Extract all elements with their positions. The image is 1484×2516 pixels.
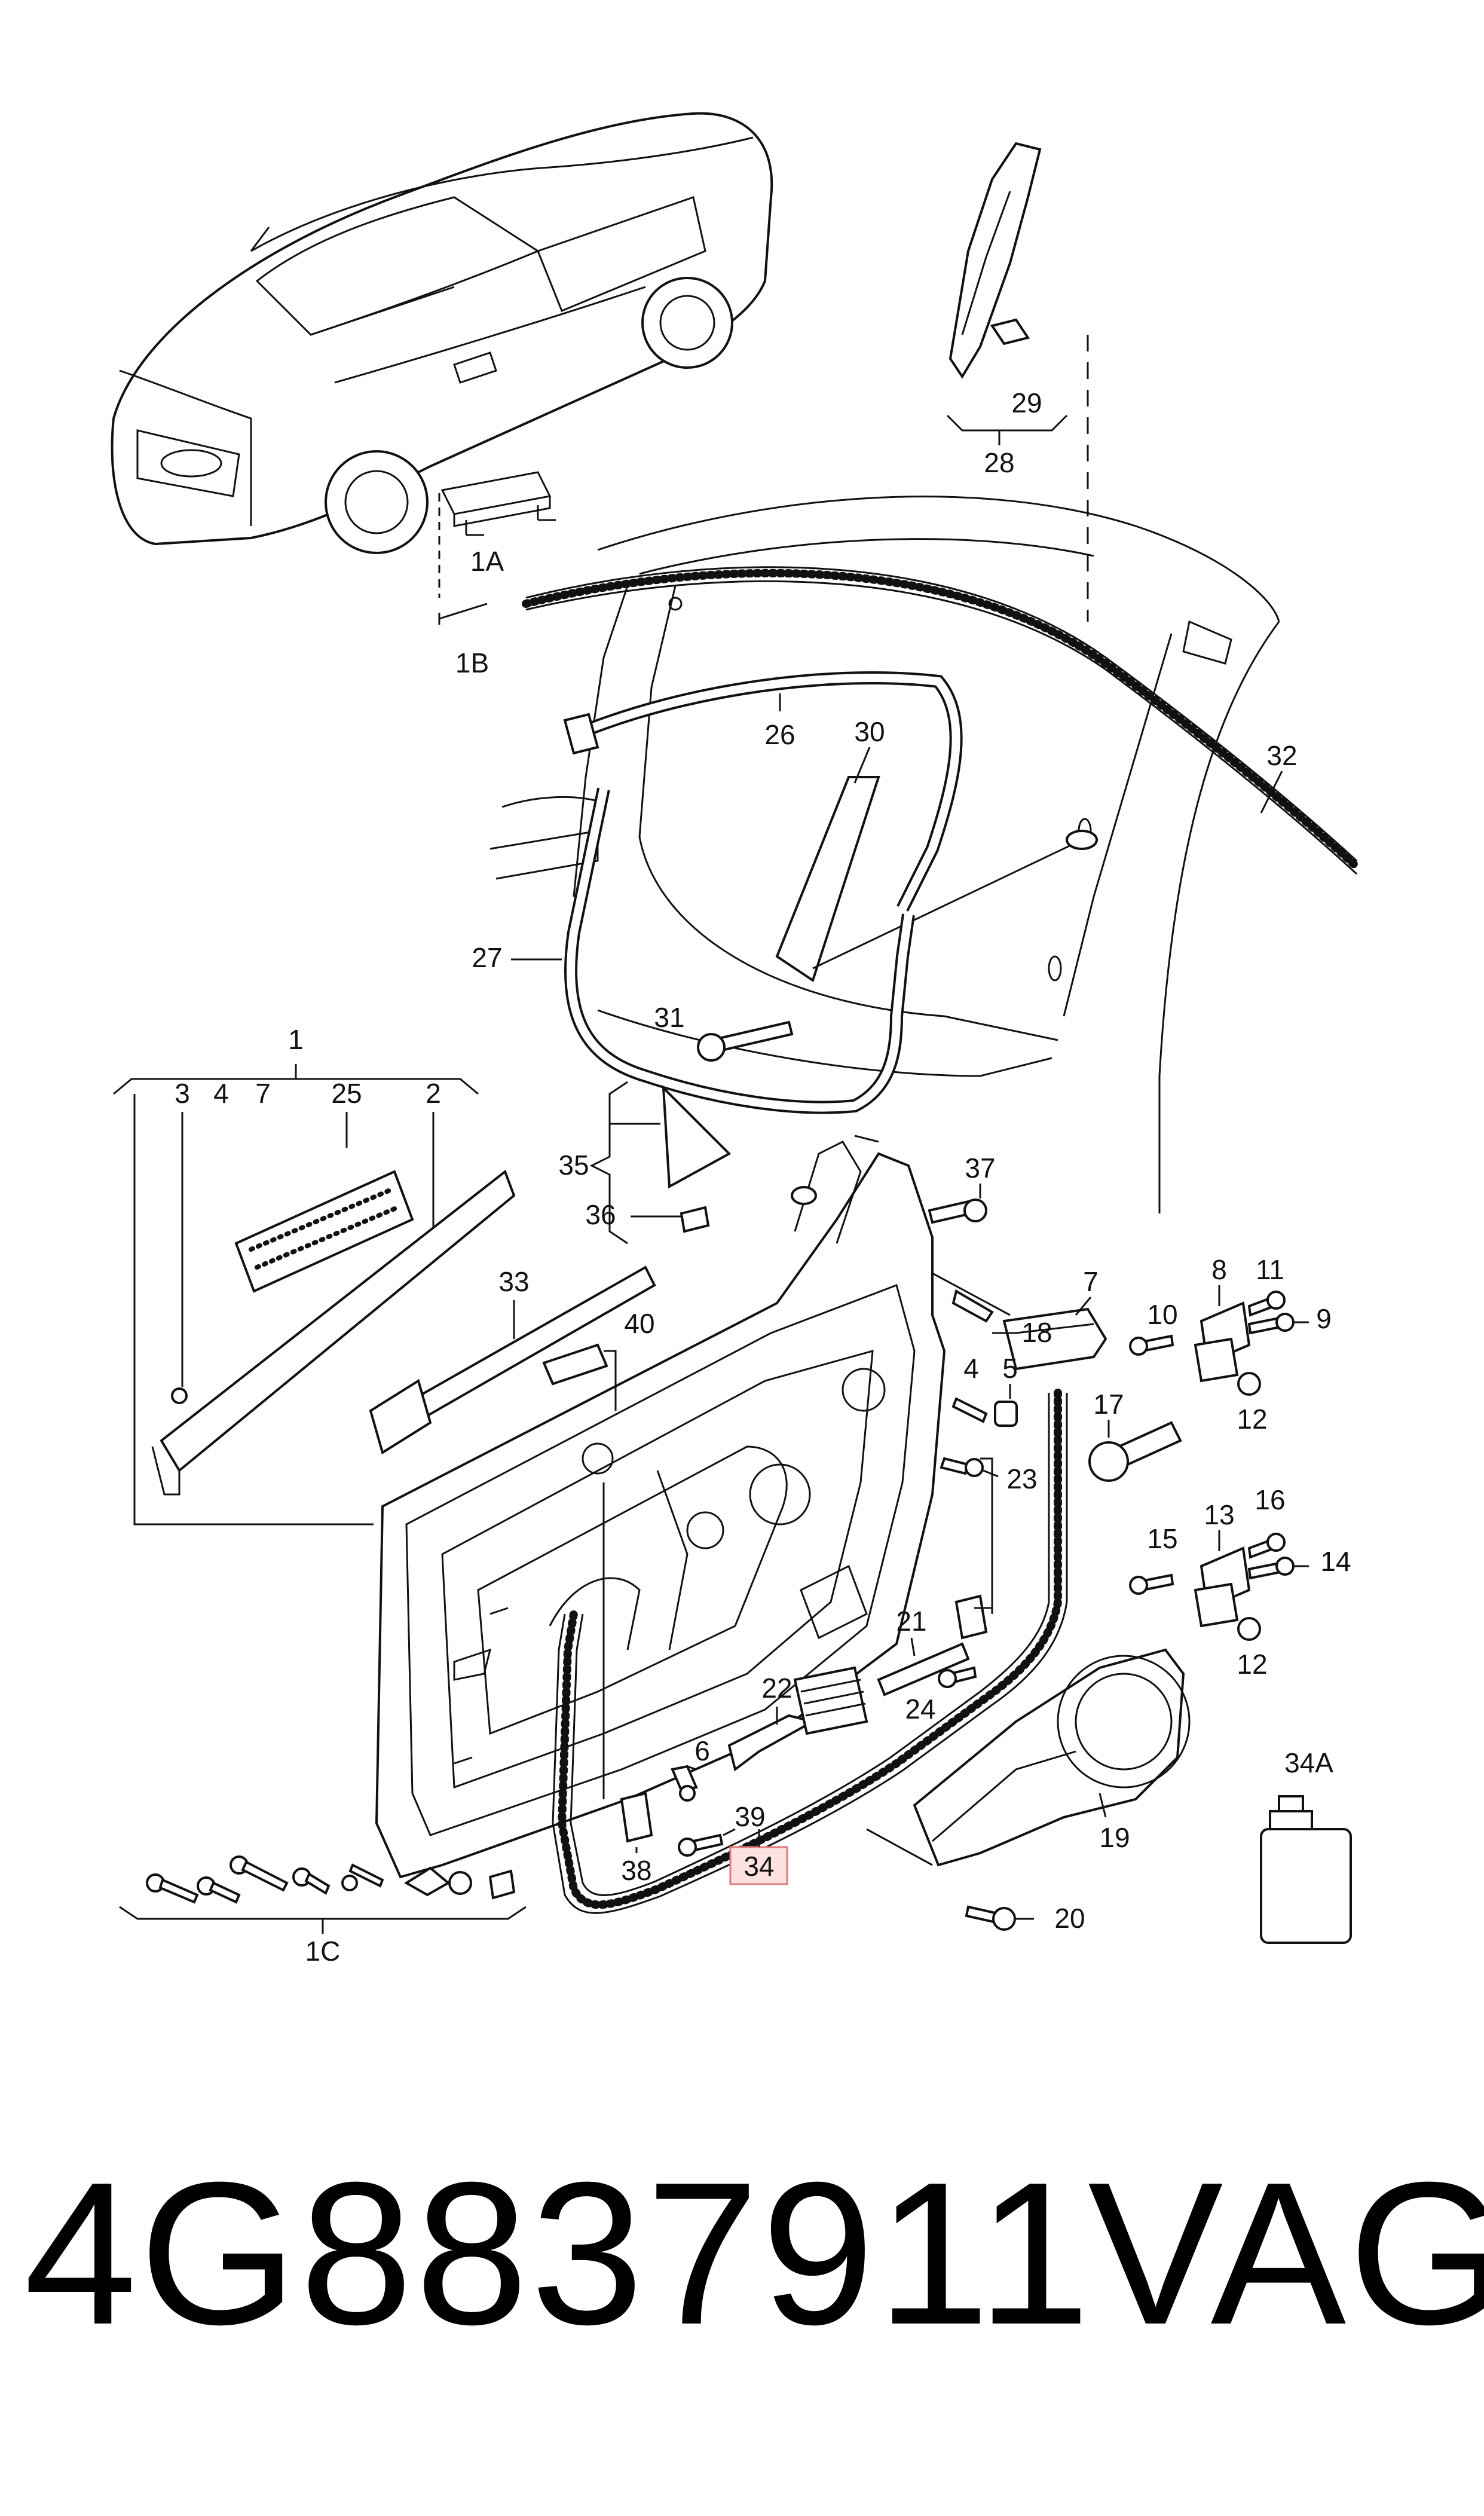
part-32-roof-seal — [522, 568, 1361, 871]
callout-29: 29 — [1011, 387, 1042, 418]
callout-9: 9 — [1316, 1303, 1332, 1334]
callout-2: 2 — [426, 1078, 441, 1109]
callout-16: 16 — [1254, 1484, 1285, 1515]
callout-1: 1 — [288, 1024, 304, 1055]
callout-21: 21 — [896, 1606, 926, 1637]
part-6-grommet — [671, 1765, 698, 1792]
part-20-screw — [965, 1905, 997, 1924]
callout-17: 17 — [1093, 1389, 1124, 1420]
part-1b — [439, 603, 488, 620]
callout-39: 39 — [735, 1801, 765, 1832]
callout-24: 24 — [905, 1693, 935, 1725]
part-22-lock — [727, 1714, 816, 1772]
callout-3: 3 — [175, 1078, 190, 1109]
callout-19: 19 — [1099, 1822, 1130, 1853]
callout-33: 33 — [498, 1266, 529, 1297]
callout-10: 10 — [1147, 1299, 1177, 1330]
part-18-bolt — [951, 1289, 994, 1323]
callout-30: 30 — [854, 716, 885, 747]
brand-name: VAG — [1088, 2140, 1484, 2367]
callout-36: 36 — [585, 1199, 616, 1230]
car-illustration — [111, 112, 773, 554]
callout-4-group: 4 — [213, 1078, 229, 1109]
callout-14: 14 — [1320, 1546, 1351, 1577]
callout-25: 25 — [331, 1078, 362, 1109]
part-1a — [440, 471, 556, 536]
part-4-screw — [951, 1397, 988, 1423]
callout-28: 28 — [984, 447, 1014, 478]
callout-11: 11 — [1256, 1254, 1284, 1285]
part-29-clip — [990, 318, 1030, 346]
part-19-speaker-cover — [913, 1648, 1185, 1867]
callout-23: 23 — [1006, 1463, 1037, 1494]
callout-15: 15 — [1147, 1523, 1177, 1554]
callout-5: 5 — [1002, 1353, 1018, 1384]
part-40-pad — [542, 1343, 608, 1386]
callout-12-lower: 12 — [1237, 1649, 1267, 1680]
callout-12-upper: 12 — [1237, 1404, 1267, 1435]
callout-7: 7 — [1083, 1266, 1099, 1297]
callout-1a: 1A — [470, 546, 504, 577]
callout-34: 34 — [743, 1851, 774, 1882]
callout-38: 38 — [621, 1855, 651, 1886]
part-5-cap — [994, 1401, 1018, 1427]
callout-8: 8 — [1211, 1254, 1227, 1285]
callout-18: 18 — [1021, 1317, 1052, 1348]
part-34a-adhesive-bottle — [1260, 1795, 1352, 1944]
part-36-clip — [680, 1206, 710, 1233]
callout-1b: 1B — [455, 647, 489, 678]
callout-4: 4 — [963, 1353, 979, 1384]
callout-35: 35 — [558, 1150, 589, 1181]
part-21-bracket — [877, 1642, 970, 1696]
part-34-door-seal — [557, 1389, 1062, 1909]
part-38-bracket — [620, 1792, 653, 1843]
callout-37: 37 — [965, 1152, 995, 1184]
callout-34-highlight — [729, 1846, 788, 1885]
callout-27: 27 — [472, 942, 502, 973]
callout-6: 6 — [694, 1735, 710, 1766]
part-28-trim — [948, 142, 1042, 379]
callout-31: 31 — [654, 1002, 684, 1033]
part-1c-fasteners — [146, 1855, 516, 1904]
callout-20: 20 — [1054, 1903, 1085, 1934]
door-shell — [375, 1135, 946, 1879]
callout-13: 13 — [1204, 1499, 1234, 1530]
part-number: 4G8837911 — [24, 2140, 1093, 2367]
part-2-belt-seal — [160, 1169, 516, 1473]
callout-34a: 34A — [1284, 1747, 1333, 1778]
body-door-opening — [489, 496, 1280, 1213]
part-39-screw — [691, 1833, 724, 1852]
callout-7-group: 7 — [255, 1078, 271, 1109]
part-30-pillar-cover — [775, 776, 880, 983]
callout-22: 22 — [761, 1673, 792, 1704]
callout-32: 32 — [1266, 740, 1297, 771]
footer: 4G8837911 VAG — [0, 2128, 1484, 2379]
callout-26: 26 — [764, 719, 795, 750]
part-7-handle — [1002, 1307, 1107, 1371]
part-23-screw — [940, 1457, 970, 1475]
part-35-mirror-triangle — [662, 1084, 732, 1189]
callout-40: 40 — [624, 1308, 654, 1339]
callout-1c: 1C — [305, 1936, 341, 1967]
